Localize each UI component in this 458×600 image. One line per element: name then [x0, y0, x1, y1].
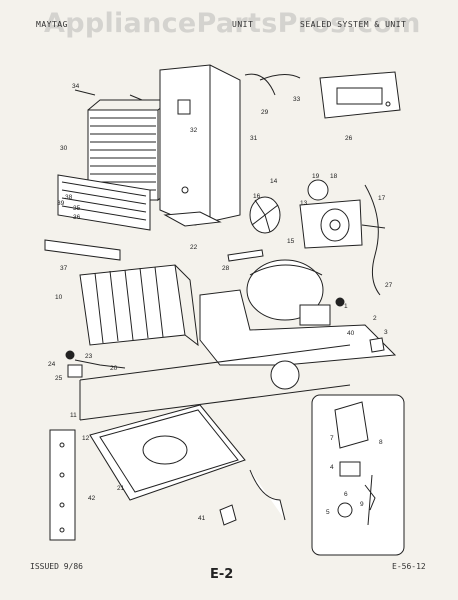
callout-18: 18: [330, 173, 338, 180]
callout-8: 8: [379, 439, 383, 446]
callout-25: 25: [55, 375, 63, 382]
callout-19: 19: [312, 173, 320, 180]
callout-37: 37: [60, 265, 68, 272]
inset-detail-box: [311, 394, 405, 556]
callout-33: 33: [293, 96, 301, 103]
callout-10: 10: [55, 294, 63, 301]
callout-31: 31: [250, 135, 258, 142]
callout-34: 34: [72, 83, 80, 90]
callout-20: 20: [110, 365, 118, 372]
callout-27: 27: [385, 282, 393, 289]
callout-12: 12: [82, 435, 90, 442]
callout-16: 16: [253, 193, 261, 200]
callout-labels: 1 2 3 4 5 6 7 8 9 10 11 12 13 14 15 16 1…: [48, 83, 393, 522]
callout-9: 9: [360, 501, 364, 508]
callout-29: 29: [261, 109, 269, 116]
callout-23: 23: [85, 353, 93, 360]
compressor: [246, 259, 345, 326]
callout-38: 38: [65, 194, 73, 201]
callout-1: 1: [344, 303, 348, 310]
drip-tray: [163, 211, 222, 227]
tube-fitting: [227, 249, 264, 262]
header-unit: UNIT: [232, 20, 254, 29]
header-section-title: SEALED SYSTEM & UNIT: [300, 20, 407, 29]
callout-39: 39: [57, 200, 65, 207]
callout-42: 42: [88, 495, 96, 502]
thermostat-parts: [65, 350, 126, 378]
watermark: AppliancePartsPros.com: [44, 8, 421, 39]
callout-24: 24: [48, 361, 56, 368]
callout-7: 7: [330, 435, 334, 442]
fan-motor-assembly: [249, 179, 386, 249]
callout-3: 3: [384, 329, 388, 336]
callout-6: 6: [344, 491, 348, 498]
callout-14: 14: [270, 178, 278, 185]
page-number: E-2: [210, 567, 234, 582]
callout-41: 41: [198, 515, 206, 522]
condenser-wrap: [79, 264, 199, 347]
callout-30: 30: [60, 145, 68, 152]
document-code: E-56-12: [392, 562, 426, 571]
header-brand: MAYTAG: [36, 20, 68, 29]
callout-15: 15: [287, 238, 295, 245]
evaporator-coil: [44, 174, 151, 261]
tube-assembly: [244, 73, 301, 96]
callout-13: 13: [300, 200, 308, 207]
callout-4: 4: [330, 464, 334, 471]
drain-pan: [89, 404, 246, 501]
callout-21: 21: [117, 485, 125, 492]
issued-date: ISSUED 9/86: [30, 562, 83, 571]
base-frame: [79, 289, 397, 421]
relay: [369, 337, 385, 353]
drain-tube: [364, 184, 381, 296]
power-cord: [219, 469, 286, 526]
mounting-bracket: [49, 429, 76, 541]
callout-40: 40: [347, 330, 355, 337]
callout-17: 17: [378, 195, 386, 202]
callout-22: 22: [190, 244, 198, 251]
control-box: [319, 71, 401, 119]
callout-28: 28: [222, 265, 230, 272]
callout-36: 36: [73, 214, 81, 221]
callout-35: 35: [73, 205, 81, 212]
callout-32: 32: [190, 127, 198, 134]
back-panel: [159, 64, 241, 226]
condenser-coil: [74, 89, 172, 202]
callout-5: 5: [326, 509, 330, 516]
callout-11: 11: [70, 412, 77, 419]
callout-26: 26: [345, 135, 353, 142]
callout-2: 2: [373, 315, 377, 322]
